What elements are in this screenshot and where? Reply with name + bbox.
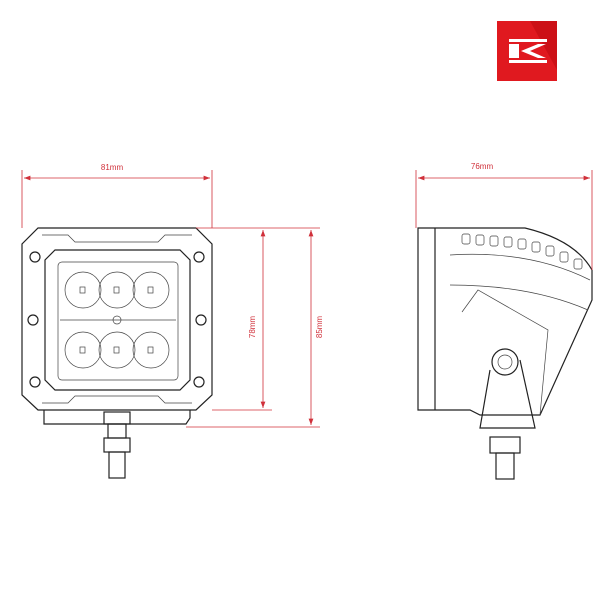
dimension-85mm: 85mm: [186, 230, 324, 428]
pivot-bolt: [491, 348, 519, 376]
dimension-81mm: 81mm: [21, 163, 213, 228]
cooling-fins: [461, 233, 583, 270]
screws: [27, 251, 207, 388]
dimension-label: 76mm: [471, 162, 494, 171]
mount-bracket: [43, 410, 191, 425]
dimension-label: 78mm: [248, 316, 257, 339]
dimension-76mm: 76mm: [415, 162, 593, 270]
brand-logo: [497, 21, 557, 81]
dimension-78mm: 78mm: [196, 227, 320, 411]
side-view: [417, 227, 593, 480]
bolt: [108, 451, 126, 479]
led-lenses: [64, 271, 170, 369]
dimension-label: 85mm: [315, 316, 324, 339]
front-view: [21, 227, 213, 479]
nut: [103, 437, 131, 453]
dimension-label: 81mm: [101, 163, 124, 172]
